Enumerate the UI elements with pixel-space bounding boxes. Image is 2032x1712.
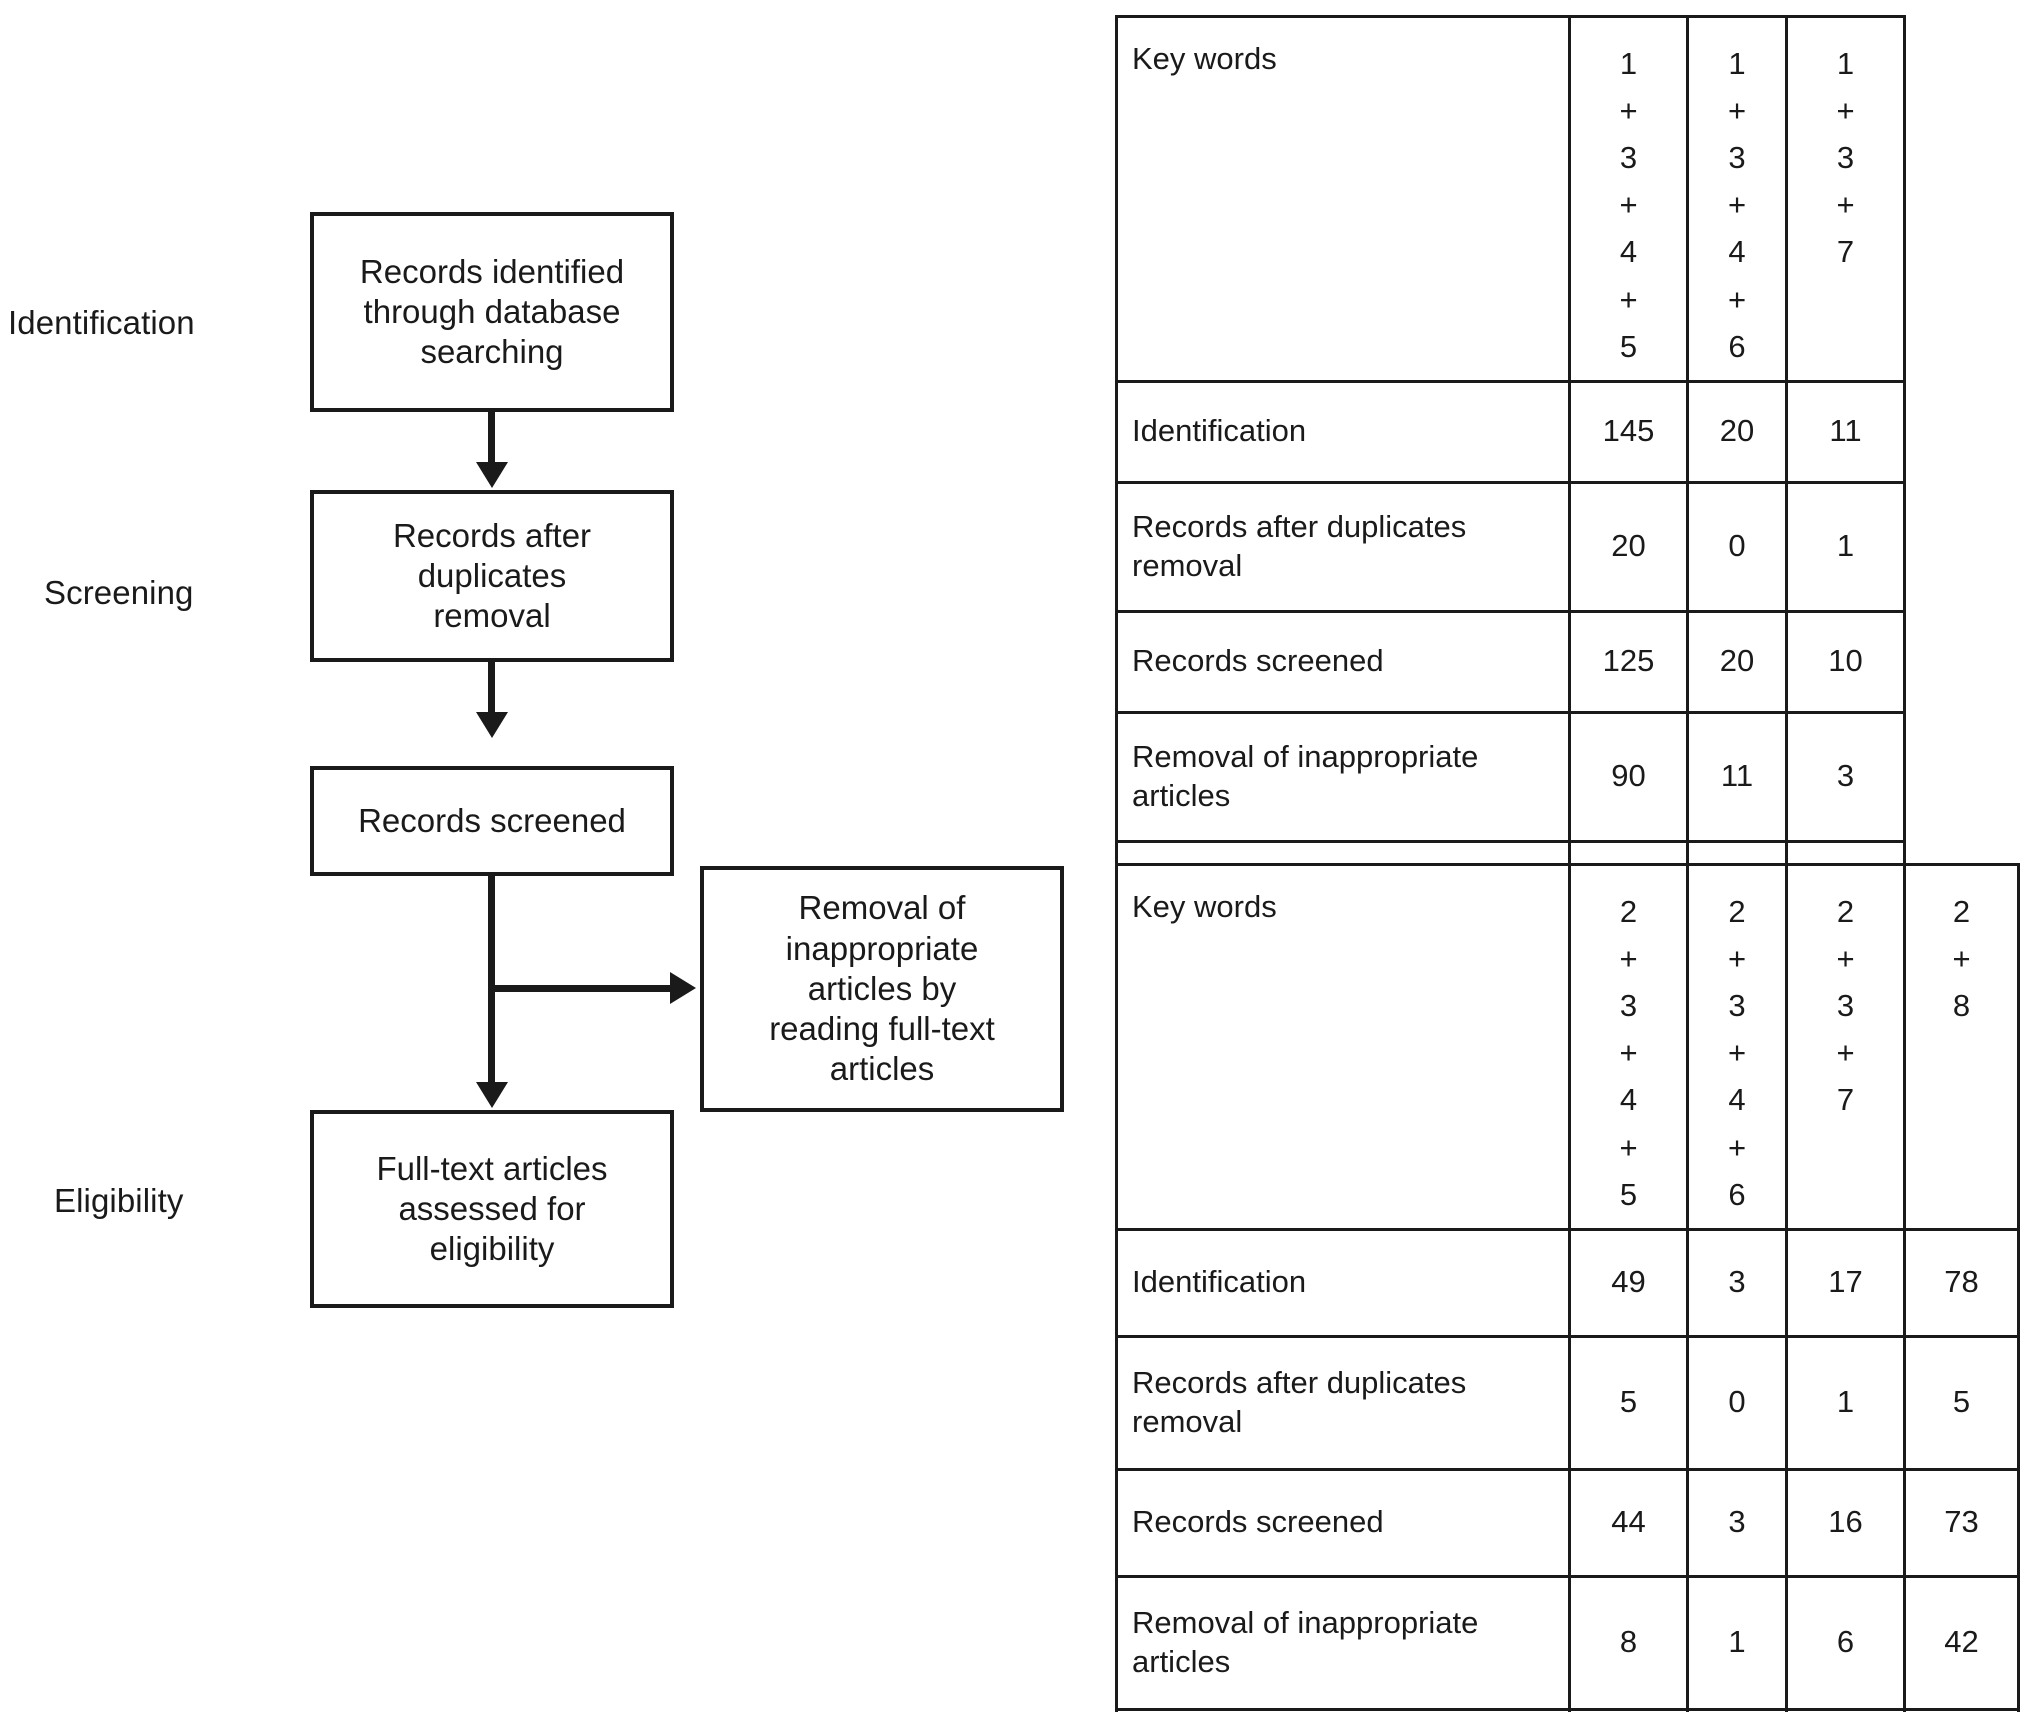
stage-label-screening: Screening <box>44 574 194 611</box>
flow-box-records-screened: Records screened <box>310 766 674 876</box>
flow-box-removal-inappropriate: Removal of inappropriate articles by rea… <box>700 866 1064 1112</box>
flow-box-line: reading full-text <box>769 1010 995 1048</box>
flow-box-line: through database <box>363 292 621 330</box>
flow-box-line: inappropriate <box>785 929 979 967</box>
arrow-duplicates-to-screened-head <box>476 712 508 738</box>
cell-records-screened-col2: 20 <box>1686 609 1788 714</box>
flow-box-line: Removal of <box>798 889 966 927</box>
cell-removal-inappropriate-col3: 6 <box>1785 1574 1906 1711</box>
arrow-screened-to-removal-head <box>670 972 696 1004</box>
arrow-screened-to-fulltext-head <box>476 1082 508 1108</box>
cell-records-after-duplicates-col1: 5 <box>1568 1334 1689 1471</box>
arrow-screened-to-removal-shaft <box>488 985 672 992</box>
cell-records-after-duplicates-col2: 0 <box>1686 1334 1788 1471</box>
row-label-records-after-duplicates: Records after duplicates removal <box>1115 480 1571 613</box>
table-row: Records after duplicates removal 5 0 1 5 <box>1115 1334 2020 1471</box>
arrow-duplicates-to-screened-shaft <box>488 662 495 714</box>
table-row: Removal of inappropriate articles 8 1 6 … <box>1115 1574 2020 1711</box>
cell-eligibility-col3: 10 <box>1785 1707 1906 1712</box>
cell-removal-inappropriate-col2: 11 <box>1686 710 1788 843</box>
cell-records-after-duplicates-col3: 1 <box>1785 480 1906 613</box>
cell-records-screened-col4: 73 <box>1903 1467 2020 1578</box>
flow-box-line: removal <box>433 597 551 635</box>
flow-box-line: searching <box>420 333 564 371</box>
cell-records-after-duplicates-col4: 5 <box>1903 1334 2020 1471</box>
row-label-records-screened: Records screened <box>1115 1467 1571 1578</box>
row-label-eligibility: Eligibility <box>1115 1707 1571 1712</box>
arrow-identified-to-duplicates-shaft <box>488 412 495 464</box>
row-label-key-words: Key words <box>1115 15 1571 383</box>
cell-key-words-col2: 2 + 3 + 4 + 6 <box>1686 863 1788 1231</box>
results-table-group-1: Key words 1 + 3 + 4 + 5 1 + 3 + 4 + 6 1 … <box>1115 15 1906 938</box>
cell-identification-col2: 20 <box>1686 379 1788 484</box>
table-row: Identification 145 20 11 <box>1115 379 1906 484</box>
cell-removal-inappropriate-col1: 90 <box>1568 710 1689 843</box>
table-row: Eligibility 36 2 10 31 <box>1115 1707 2020 1712</box>
flow-box-line: Full-text articles <box>376 1149 608 1187</box>
cell-eligibility-col2: 2 <box>1686 1707 1788 1712</box>
stage-label-eligibility: Eligibility <box>54 1182 184 1219</box>
row-label-records-after-duplicates: Records after duplicates removal <box>1115 1334 1571 1471</box>
cell-records-screened-col1: 125 <box>1568 609 1689 714</box>
table-row: Key words 1 + 3 + 4 + 5 1 + 3 + 4 + 6 1 … <box>1115 15 1906 383</box>
arrow-screened-to-fulltext-shaft <box>488 876 495 1084</box>
cell-records-screened-col2: 3 <box>1686 1467 1788 1578</box>
table-row: Records after duplicates removal 20 0 1 <box>1115 480 1906 613</box>
flow-box-line: Records screened <box>358 801 626 839</box>
cell-records-after-duplicates-col2: 0 <box>1686 480 1788 613</box>
row-label-removal-inappropriate: Removal of inappropriate articles <box>1115 1574 1571 1711</box>
cell-identification-col2: 3 <box>1686 1227 1788 1338</box>
table-row: Removal of inappropriate articles 90 11 … <box>1115 710 1906 843</box>
cell-eligibility-col4: 31 <box>1903 1707 2020 1712</box>
table-row: Identification 49 3 17 78 <box>1115 1227 2020 1338</box>
flow-box-full-text-assessed: Full-text articles assessed for eligibil… <box>310 1110 674 1308</box>
cell-key-words-col1: 2 + 3 + 4 + 5 <box>1568 863 1689 1231</box>
cell-key-words-col1: 1 + 3 + 4 + 5 <box>1568 15 1689 383</box>
table-row: Records screened 125 20 10 <box>1115 609 1906 714</box>
row-label-records-screened: Records screened <box>1115 609 1571 714</box>
cell-key-words-col3: 1 + 3 + 7 <box>1785 15 1906 383</box>
cell-eligibility-col1: 36 <box>1568 1707 1689 1712</box>
flow-box-records-after-duplicates: Records after duplicates removal <box>310 490 674 662</box>
cell-identification-col4: 78 <box>1903 1227 2020 1338</box>
row-label-removal-inappropriate: Removal of inappropriate articles <box>1115 710 1571 843</box>
arrow-identified-to-duplicates-head <box>476 462 508 488</box>
flow-box-line: articles <box>829 1050 935 1088</box>
table-row: Key words 2 + 3 + 4 + 5 2 + 3 + 4 + 6 2 … <box>1115 863 2020 1231</box>
cell-identification-col1: 49 <box>1568 1227 1689 1338</box>
stage-label-identification: Identification <box>8 304 195 341</box>
flow-box-line: Records after <box>392 516 592 554</box>
table-row: Records screened 44 3 16 73 <box>1115 1467 2020 1578</box>
row-label-key-words: Key words <box>1115 863 1571 1231</box>
cell-removal-inappropriate-col2: 1 <box>1686 1574 1788 1711</box>
row-label-identification: Identification <box>1115 379 1571 484</box>
flow-box-line: Records identified <box>359 252 625 290</box>
cell-records-after-duplicates-col3: 1 <box>1785 1334 1906 1471</box>
cell-removal-inappropriate-col4: 42 <box>1903 1574 2020 1711</box>
flow-box-line: articles by <box>807 969 957 1007</box>
results-table-group-2: Key words 2 + 3 + 4 + 5 2 + 3 + 4 + 6 2 … <box>1115 863 2020 1712</box>
cell-records-screened-col3: 10 <box>1785 609 1906 714</box>
cell-key-words-col2: 1 + 3 + 4 + 6 <box>1686 15 1788 383</box>
cell-key-words-col4: 2 + 8 <box>1903 863 2020 1231</box>
flow-box-line: eligibility <box>429 1230 555 1268</box>
cell-records-screened-col1: 44 <box>1568 1467 1689 1578</box>
flow-box-line: duplicates <box>417 556 567 594</box>
flow-box-line: assessed for <box>398 1189 586 1227</box>
row-label-identification: Identification <box>1115 1227 1571 1338</box>
cell-identification-col3: 17 <box>1785 1227 1906 1338</box>
cell-identification-col1: 145 <box>1568 379 1689 484</box>
cell-removal-inappropriate-col3: 3 <box>1785 710 1906 843</box>
cell-key-words-col3: 2 + 3 + 7 <box>1785 863 1906 1231</box>
cell-records-after-duplicates-col1: 20 <box>1568 480 1689 613</box>
cell-identification-col3: 11 <box>1785 379 1906 484</box>
cell-records-screened-col3: 16 <box>1785 1467 1906 1578</box>
flow-box-records-identified: Records identified through database sear… <box>310 212 674 412</box>
cell-removal-inappropriate-col1: 8 <box>1568 1574 1689 1711</box>
